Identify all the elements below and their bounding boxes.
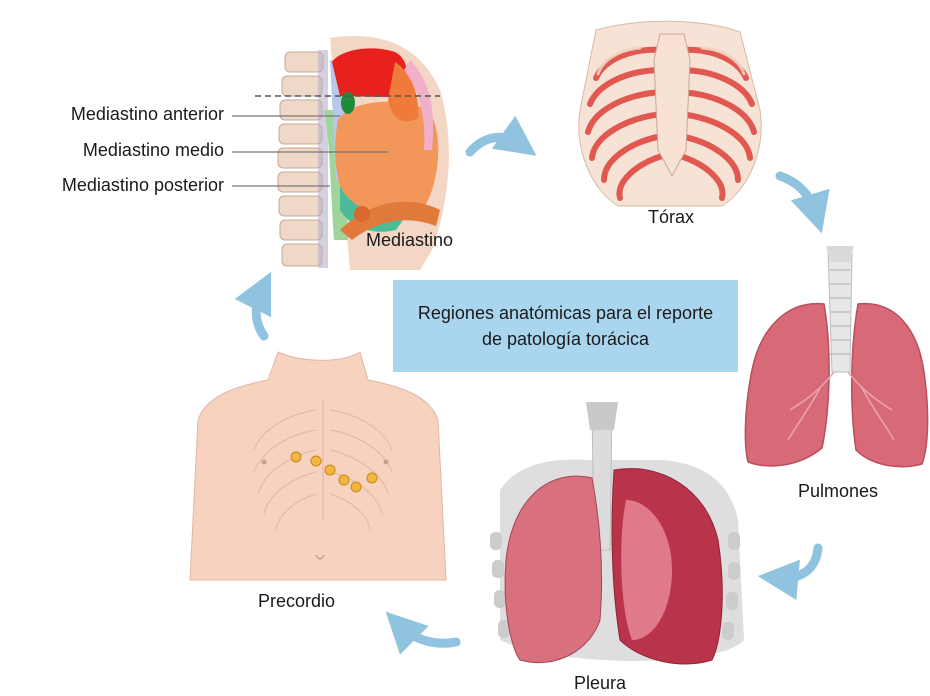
center-title-box: Regiones anatómicas para el reporte de p… (393, 280, 738, 372)
label-mediastino-posterior: Mediastino posterior (62, 175, 224, 196)
label-pleura: Pleura (574, 673, 626, 694)
center-title: Regiones anatómicas para el reporte de p… (411, 300, 720, 352)
label-mediastino-medio: Mediastino medio (83, 140, 224, 161)
label-mediastino-anterior: Mediastino anterior (71, 104, 224, 125)
arrow-precordio-mediastino (256, 290, 264, 336)
label-precordio: Precordio (258, 591, 335, 612)
label-mediastino: Mediastino (366, 230, 453, 251)
pleura-illustration (490, 402, 744, 664)
arrow-pulmones-pleura (778, 548, 818, 578)
torax-illustration (579, 21, 761, 206)
arrow-pleura-precordio (400, 626, 456, 643)
label-torax: Tórax (648, 207, 694, 228)
arrow-mediastino-torax (470, 137, 520, 152)
label-pulmones: Pulmones (798, 481, 878, 502)
pulmones-illustration (745, 246, 927, 467)
arrow-torax-pulmones (780, 176, 816, 214)
precordio-illustration (190, 352, 446, 580)
